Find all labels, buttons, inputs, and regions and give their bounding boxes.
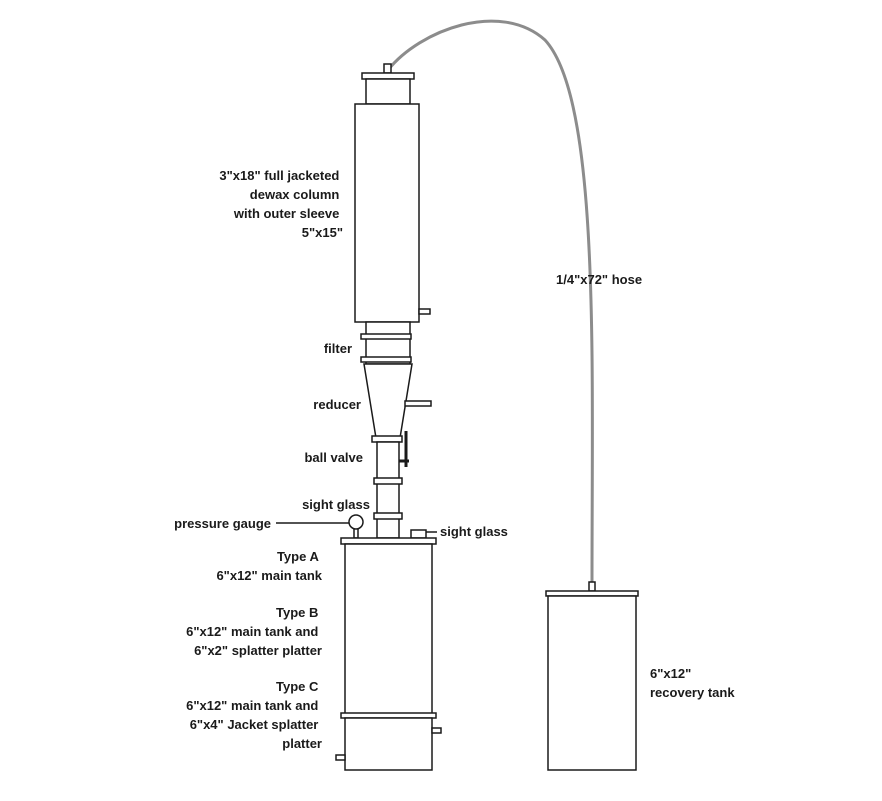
filter-label: filter [324, 341, 352, 356]
reducer-label: reducer [313, 397, 361, 412]
column-top-cap [361, 63, 415, 105]
dewax-column [354, 103, 420, 323]
hose-label: 1/4"x72" hose [556, 272, 642, 287]
ball-valve-label: ball valve [304, 450, 363, 465]
ball-valve [371, 431, 409, 539]
sight-glass-upper-label: sight glass [302, 497, 370, 512]
main-tank [335, 537, 442, 771]
filter [360, 321, 412, 365]
type-b-label: Type B 6"x12" main tank and 6"x2" splatt… [186, 605, 322, 658]
pressure-gauge-label: pressure gauge [174, 516, 271, 531]
reducer-side-port [404, 400, 432, 407]
type-c-label: Type C 6"x12" main tank and 6"x4" Jacket… [186, 679, 322, 751]
recovery-tank-label: 6"x12" recovery tank [650, 666, 735, 700]
sight-glass-right [410, 529, 437, 539]
recovery-tank [545, 581, 639, 771]
column-side-port [418, 308, 431, 315]
type-a-label: Type A 6"x12" main tank [216, 549, 322, 583]
column-label: 3"x18" full jacketed dewax column with o… [219, 168, 343, 240]
hose-line [386, 19, 594, 584]
sight-glass-right-label: sight glass [440, 524, 508, 539]
pressure-gauge [276, 514, 364, 539]
